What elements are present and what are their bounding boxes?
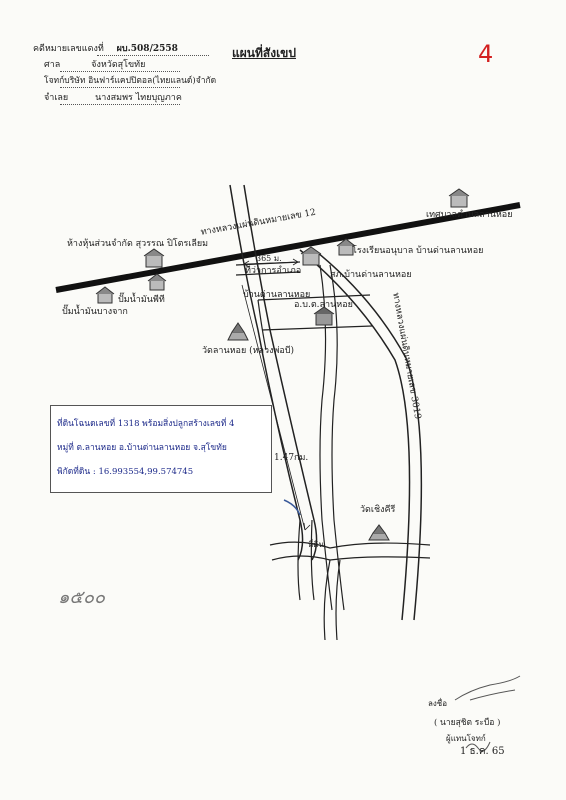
defendant-row: จำเลย นางสมพร ไทยบุญภาค [44,93,182,104]
info-deed-line: ที่ดินโฉนดเลขที่ 1318 พร้อมสิ่งปลูกสร้าง… [57,419,235,429]
signature-scribble [454,675,521,701]
sign-label: ลงชื่อ [428,699,448,708]
plot-marker [283,499,301,516]
plaintiff-label: โจทก์ [44,76,65,86]
temple-choengkhiri-icon [368,524,390,541]
label-school: อ.บ.ต.ลานหอย [294,300,353,310]
highway-3019-right [311,247,423,621]
school-icon [313,306,335,326]
plaintiff-value: บริษัท อินฟาร์แคปปิตอล(ไทยแลนด์)จำกัด [64,76,217,86]
court-row: ศาล จังหวัดสุโขทัย [44,60,145,71]
label-police-station: สภ.บ้านด่านลานหอย [330,270,412,280]
signer-role: ผู้แทนโจทก์ [446,734,486,743]
inner-road-a [319,264,333,611]
info-location-line: หมู่ที่ ต.ลานหอย อ.บ้านด่านลานหอย จ.สุโข… [57,443,227,453]
highway-3019-left [299,249,411,621]
plaintiff-row: โจทก์บริษัท อินฟาร์แคปปิตอล(ไทยแลนด์)จำก… [44,76,216,87]
defendant-value: นางสมพร ไทยบุญภาค [95,93,182,103]
gas-station-pt-icon [147,273,167,291]
district-office-icon [300,246,322,266]
court-underline [60,71,180,72]
temple-lanhoi-icon [227,322,249,341]
municipality-building-icon [448,188,470,208]
defendant-label: จำเลย [44,93,69,103]
label-temple-lanhoi: วัดลานหอย (หลวงพ่อบี) [202,346,295,356]
kindergarten-icon [336,238,356,256]
label-gas-bangchak: ปั๊มน้ำมันบางจาก [62,307,128,317]
highway-12-road [55,202,521,293]
page-title: แผนที่สังเขป [232,46,296,60]
label-temple-choengkhiri: วัดเชิงคีรี [360,505,396,515]
corner-mark: 4 [478,40,494,68]
info-coordinates-line: พิกัดที่ดิน : 16.993554,99.574745 [57,467,194,477]
label-distance-147: 1.47กม. [274,453,309,463]
date-scribble [465,741,491,752]
label-gas-pt: ปั๊มน้ำมันพีที [118,295,165,305]
court-value: จังหวัดสุโขทัย [91,60,146,70]
sign-date: 1 ธ.ค. 65 [460,746,505,757]
court-label: ศาล [44,60,61,70]
label-plot-mark: ที่ดิน [308,540,324,549]
property-info-box: ที่ดินโฉนดเลขที่ 1318 พร้อมสิ่งปลูกสร้าง… [50,405,272,493]
handwritten-note: ๑๕๐๐ [58,587,106,608]
plaintiff-underline [60,87,180,88]
defendant-underline [60,104,180,105]
label-municipality: เทศบาลตำบลลานหอย [426,210,513,220]
main-road-left [229,184,304,561]
label-village: บ้านด่านลานหอย [243,290,311,300]
case-label: คดีหมายเลขแดงที่ [33,44,104,54]
label-district-office: ที่ว่าการอำเภอ [245,266,302,276]
signer-name: ( นายสุชิต ระบือ ) [434,718,501,728]
label-distance-365: 365 ม. [256,254,282,263]
main-road-right [243,184,318,561]
gas-station-bangchak-icon [95,286,115,304]
case-underline [97,55,209,56]
company-building-icon [143,248,165,268]
label-company: ห้างหุ้นส่วนจำกัด สุวรรณ ปิโตรเลียม [67,239,209,249]
label-kindergarten: โรงเรียนอนุบาล บ้านด่านลานหอย [352,246,484,256]
case-number-row: คดีหมายเลขแดงที่ ผบ.508/2558 [33,44,178,55]
case-number: ผบ.508/2558 [116,44,178,54]
